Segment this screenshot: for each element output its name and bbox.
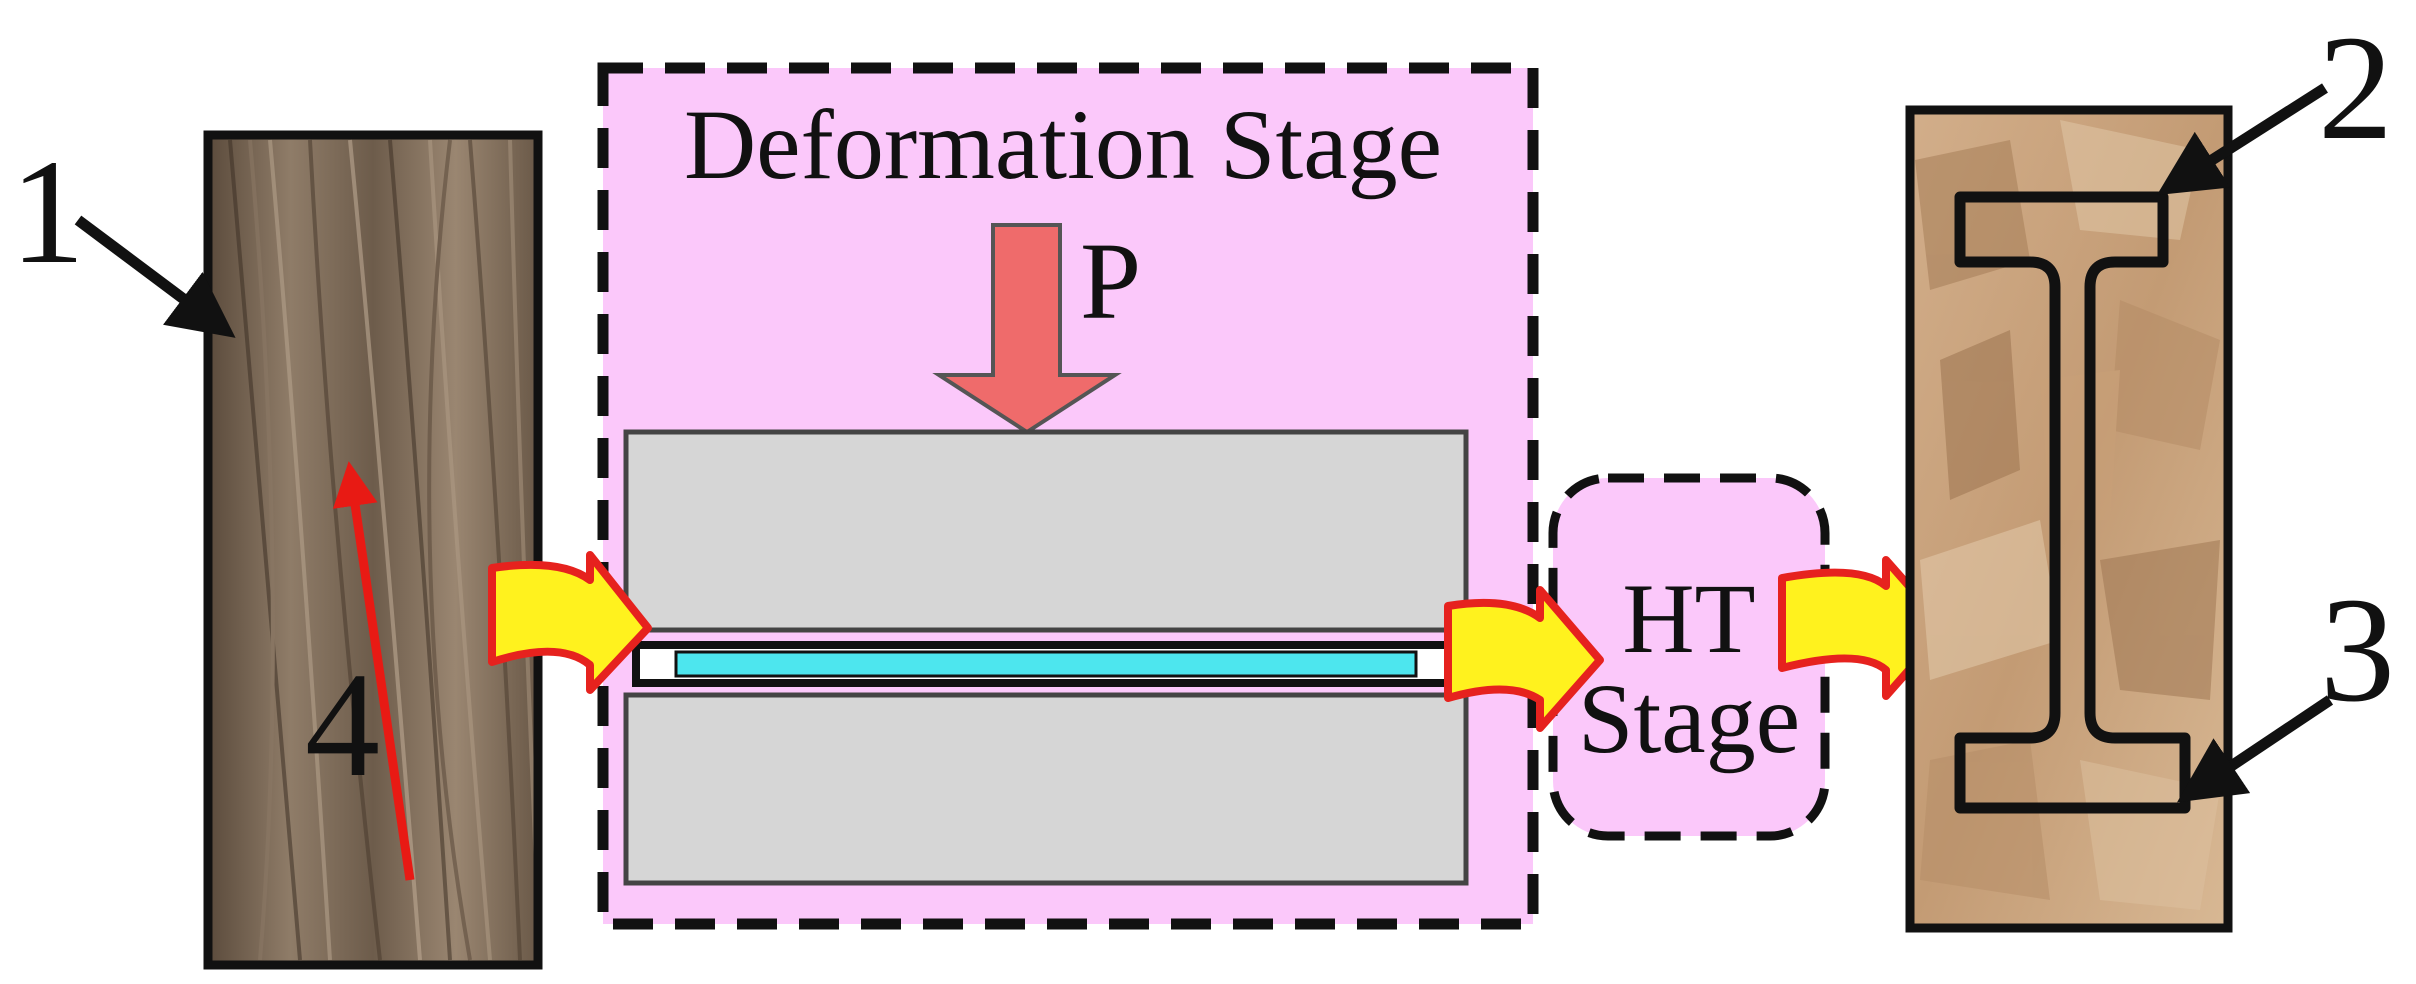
i-joist-profile [1954,191,2191,814]
pointer-1-arrow [74,215,236,338]
ht-stage-label-line2: Stage [1578,663,1800,774]
ht-stage: HT Stage [1548,473,1830,841]
pointer-2-arrow [2156,83,2328,196]
press-force-arrow [932,223,1122,435]
flow-arrow-2 [1444,586,1604,732]
deformation-stage-title: Deformation Stage [684,89,1442,200]
pointer-3-arrow [2177,695,2334,803]
label-1: 1 [10,129,85,295]
lower-press-plate [623,692,1469,886]
label-4: 4 [305,642,380,808]
grain-direction-arrow [332,461,415,881]
flow-arrow-1 [488,551,652,694]
osb-i-joist-block [1905,105,2233,933]
deformation-stage: Deformation Stage P [597,62,1539,930]
solid-wood-block [203,130,543,970]
force-label: P [1080,220,1141,342]
ht-stage-label-line1: HT [1622,563,1755,674]
label-2: 2 [2318,5,2393,171]
label-3: 3 [2320,567,2395,733]
pressed-panel-core [674,650,1418,678]
upper-press-plate [623,429,1469,633]
